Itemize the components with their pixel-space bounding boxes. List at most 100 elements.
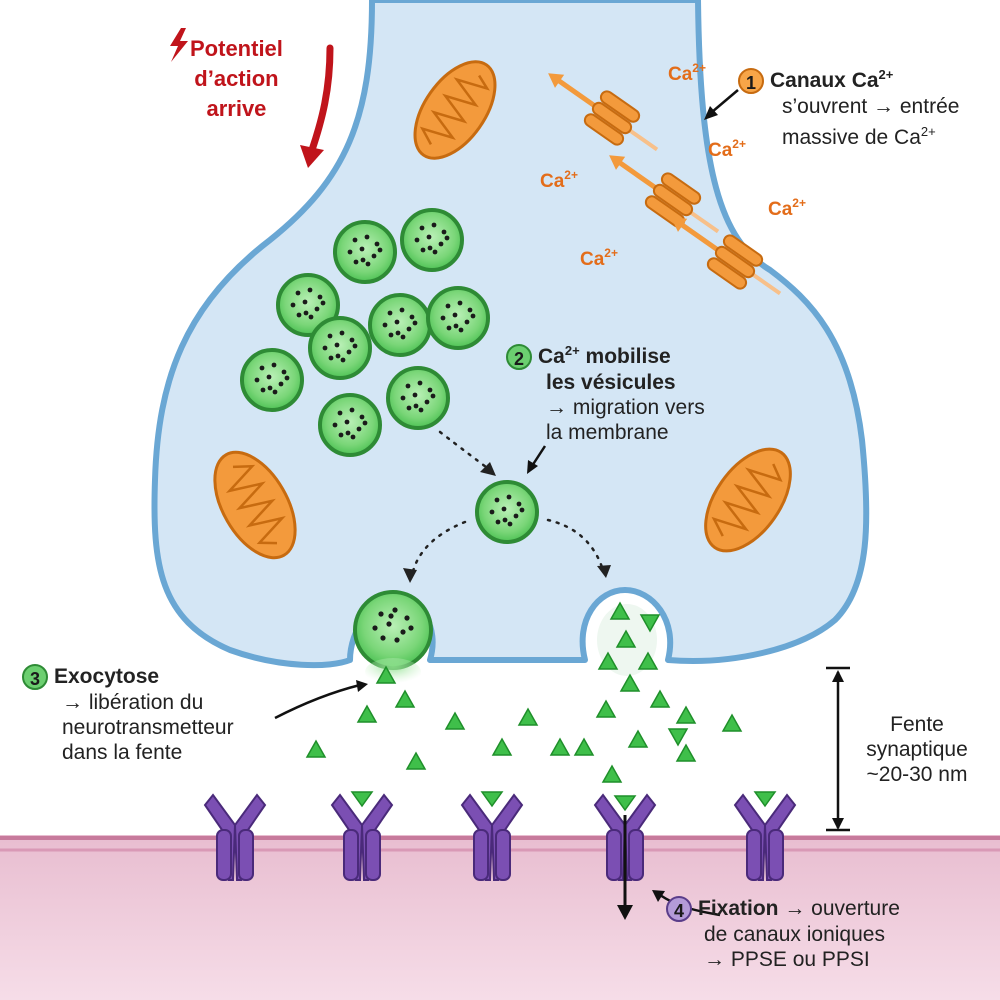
- neurotransmitter-molecules: [305, 601, 743, 783]
- neurotransmitter-dot: [372, 625, 378, 631]
- neurotransmitter: [595, 699, 617, 718]
- neurotransmitter: [639, 614, 661, 633]
- synaptic-vesicle: [333, 220, 397, 284]
- neurotransmitter: [615, 629, 637, 648]
- action-potential-label: Potentiel d’action arrive: [190, 34, 283, 124]
- synaptic-vesicle: [308, 316, 372, 380]
- step1-badge: 1: [738, 68, 764, 95]
- receptor: [203, 793, 267, 881]
- neurotransmitter: [549, 737, 571, 756]
- ap-line3: arrive: [206, 96, 267, 121]
- neurotransmitter-dot: [404, 615, 410, 621]
- step4-line2: de canaux ioniques: [704, 923, 885, 947]
- neurotransmitter-dot: [394, 637, 400, 643]
- annotation-arrowheads: [356, 106, 718, 902]
- migration-arrows: [410, 430, 605, 577]
- neurotransmitter: [375, 665, 397, 684]
- step2-badge: 2: [506, 344, 532, 371]
- neurotransmitter: [444, 711, 466, 730]
- step4-line3: → PPSE ou PPSI: [704, 948, 870, 972]
- neurotransmitter: [675, 705, 697, 724]
- calcium-channel: [548, 73, 659, 152]
- neurotransmitter-dot: [388, 613, 394, 619]
- receptor: [733, 793, 797, 881]
- neurotransmitter: [619, 673, 641, 692]
- synaptic-vesicle: [475, 480, 539, 544]
- neurotransmitter: [405, 751, 427, 770]
- postsynaptic-receptors: [203, 793, 797, 881]
- neurotransmitter: [601, 764, 623, 783]
- step3-line4: dans la fente: [62, 741, 183, 765]
- vesicle-neurotransmitter-dots: [372, 607, 414, 643]
- svg-text:Ca2+: Ca2+: [540, 168, 578, 192]
- synaptic-vesicle: [276, 273, 340, 337]
- neurotransmitter: [627, 729, 649, 748]
- cleft-dimension-arrowheads: [832, 670, 844, 830]
- neurotransmitter: [667, 728, 689, 747]
- cleft-label: Fente synaptique ~20-30 nm: [852, 712, 982, 787]
- step2-line2: les vésicules: [546, 371, 676, 395]
- neurotransmitter: [637, 651, 659, 670]
- step1-line2: s’ouvrent → entrée: [782, 95, 960, 119]
- neurotransmitter: [305, 739, 327, 758]
- neurotransmitter: [394, 689, 416, 708]
- receptor: [460, 793, 524, 881]
- neurotransmitter: [675, 743, 697, 762]
- neurotransmitter: [597, 651, 619, 670]
- migration-arrowheads: [403, 462, 611, 583]
- step2-line4: la membrane: [546, 421, 669, 445]
- synaptic-vesicle: [426, 286, 490, 350]
- mitochondrion: [413, 60, 497, 160]
- calcium-channel: [671, 217, 782, 296]
- cleft-dimension-marker: [826, 666, 850, 832]
- ap-line1: Potentiel: [190, 36, 283, 61]
- step3-line3: neurotransmetteur: [62, 716, 234, 740]
- presynaptic-terminal: [151, 0, 870, 669]
- bound-neurotransmitters: [350, 791, 777, 812]
- ion-flow-arrow: [617, 815, 633, 920]
- synaptic-vesicle: [240, 348, 304, 412]
- synaptic-vesicle: [318, 393, 382, 457]
- synaptic-vesicle: [400, 208, 464, 272]
- step2-line3: → migration vers: [546, 396, 705, 420]
- step1-line3: massive de Ca2+: [782, 124, 936, 150]
- docked-vesicle: [353, 590, 433, 686]
- neurotransmitter-dot: [386, 621, 392, 627]
- neurotransmitter: [609, 601, 631, 620]
- receptor: [330, 793, 394, 881]
- calcium-ion-labels: Ca2+ Ca2+ Ca2+ Ca2+ Ca2+: [540, 61, 806, 270]
- neurotransmitter-dot: [378, 611, 384, 617]
- neurotransmitter-dot: [392, 607, 398, 613]
- svg-text:Ca2+: Ca2+: [668, 61, 706, 85]
- step4-badge: 4: [666, 896, 692, 923]
- neurotransmitter: [517, 707, 539, 726]
- neurotransmitter: [649, 689, 671, 708]
- neurotransmitter: [721, 713, 743, 732]
- calcium-channels: [548, 73, 782, 296]
- synaptic-vesicles: [240, 208, 539, 544]
- receptor: [593, 793, 657, 881]
- ap-line2: d’action: [194, 66, 279, 91]
- action-potential-arrow: [300, 44, 334, 168]
- mitochondrion: [213, 450, 297, 560]
- step3-line2: → libération du: [62, 691, 204, 715]
- cleft-line1: Fente: [890, 713, 944, 736]
- step3-badge: 3: [22, 664, 48, 691]
- svg-text:Ca2+: Ca2+: [708, 137, 746, 161]
- neurotransmitter-dot: [380, 635, 386, 641]
- neurotransmitter: [491, 737, 513, 756]
- mitochondrion: [704, 447, 792, 553]
- svg-text:Ca2+: Ca2+: [768, 196, 806, 220]
- synaptic-vesicle: [386, 366, 450, 430]
- lightning-icon: [170, 28, 188, 62]
- cleft-line2: synaptique: [866, 738, 968, 761]
- synaptic-vesicle: [368, 293, 432, 357]
- cleft-line3: ~20-30 nm: [866, 763, 968, 786]
- neurotransmitter: [573, 737, 595, 756]
- neurotransmitter-dot: [400, 629, 406, 635]
